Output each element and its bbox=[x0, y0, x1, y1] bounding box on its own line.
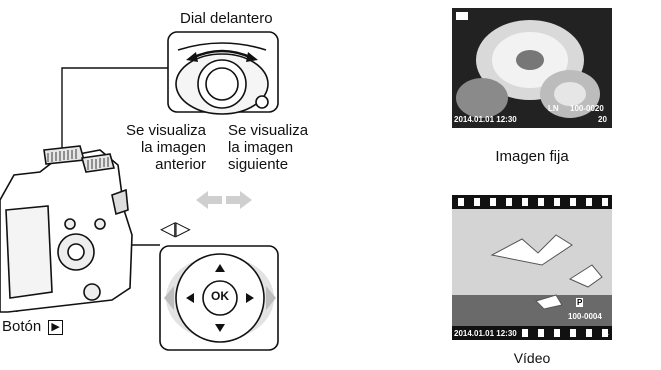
still-file-number: 100-0020 bbox=[570, 104, 604, 113]
still-date: 2014.01.01 12:30 bbox=[454, 115, 517, 124]
still-image-caption: Imagen fija bbox=[495, 148, 569, 165]
still-image-photo bbox=[452, 8, 612, 128]
still-frame-number: 20 bbox=[598, 115, 607, 124]
video-thumbnail: P 100-0004 2014.01.01 12:30 4 bbox=[452, 195, 612, 340]
still-quality: LN bbox=[548, 104, 559, 113]
playback-button-label: Botón ▶ bbox=[2, 318, 63, 335]
still-image-thumbnail: 2014.01.01 12:30 LN 100-0020 20 bbox=[452, 8, 612, 128]
next-image-label: Se visualiza la imagen siguiente bbox=[228, 122, 328, 173]
video-date: 2014.01.01 12:30 bbox=[454, 329, 517, 338]
front-dial-label: Dial delantero bbox=[180, 10, 273, 27]
arrow-pad-symbol: ◁▷ bbox=[160, 218, 191, 240]
previous-image-label: Se visualiza la imagen anterior bbox=[106, 122, 206, 173]
video-frame-number: 4 bbox=[604, 329, 609, 338]
previous-label-line-3: anterior bbox=[155, 156, 206, 173]
button-text: Botón bbox=[2, 318, 42, 335]
camera-body bbox=[0, 145, 133, 313]
play-icon[interactable]: ▶ bbox=[48, 320, 63, 335]
video-mode: P bbox=[576, 298, 584, 307]
video-photo bbox=[452, 195, 612, 340]
next-label-line-3: siguiente bbox=[228, 156, 289, 173]
video-caption: Vídeo bbox=[513, 350, 551, 366]
front-dial-zoom bbox=[167, 31, 279, 115]
next-arrow-icon bbox=[226, 191, 252, 209]
next-label-line-1: Se visualiza bbox=[228, 122, 309, 139]
video-file-number: 100-0004 bbox=[568, 312, 602, 321]
next-label-line-2: la imagen bbox=[228, 139, 294, 156]
previous-label-line-2: la imagen bbox=[140, 139, 206, 156]
previous-arrow-icon bbox=[196, 191, 222, 209]
ok-button[interactable]: OK bbox=[211, 289, 229, 303]
previous-label-line-1: Se visualiza bbox=[125, 122, 206, 139]
arrow-pad-zoom bbox=[159, 245, 279, 351]
